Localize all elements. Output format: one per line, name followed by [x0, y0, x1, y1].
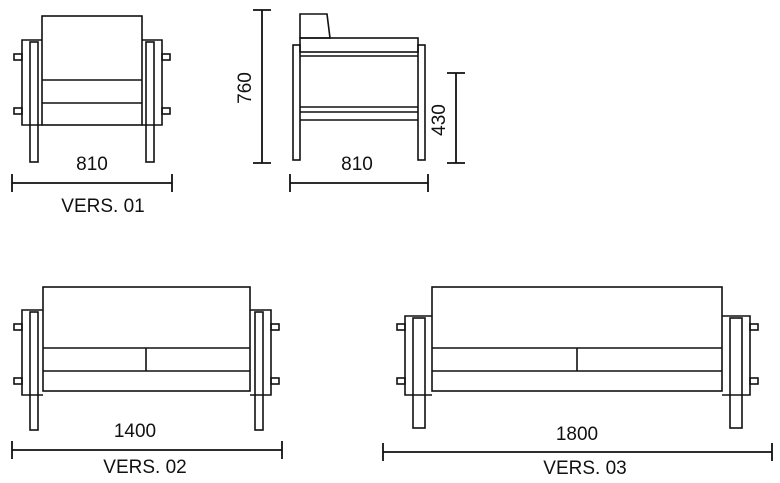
armchair-side-seat [299, 37, 419, 53]
armchair-seat-height-label: 430 [429, 104, 450, 136]
armchair-side-front-leg [417, 44, 426, 161]
sofa-two-right-arm-tab-top [270, 323, 280, 331]
armchair-left-arm-tab-top [13, 53, 23, 61]
sofa-two-width-label: 1400 [113, 421, 157, 442]
sofa-three-left-arm-tab-top [396, 323, 406, 331]
armchair-backrest [41, 15, 143, 126]
sofa-three-right-arm-tab-top [749, 323, 759, 331]
armchair-right-arm-tab-top [161, 53, 171, 61]
sofa-two-right-arm-tab-bottom [270, 377, 280, 385]
armchair-right-arm-bracket [142, 39, 163, 126]
sofa-three-back [431, 286, 723, 392]
vers-02-caption: VERS. 02 [103, 457, 187, 478]
sofa-two-right-arm-leg [254, 311, 264, 431]
armchair-front-width-label: 810 [76, 154, 108, 175]
armchair-height-label: 760 [235, 72, 256, 104]
armchair-depth-label: 810 [341, 154, 373, 175]
sofa-three-left-arm-bracket [404, 315, 432, 396]
sofa-three-right-arm-leg [729, 317, 743, 429]
sofa-two-left-arm-tab-bottom [13, 377, 23, 385]
armchair-right-arm-tab-bottom [161, 107, 171, 115]
sofa-three-left-arm-leg [412, 317, 426, 429]
sofa-three-left-arm-tab-bottom [396, 377, 406, 385]
sofa-two-right-arm-bracket [250, 309, 272, 396]
armchair-left-arm-tab-bottom [13, 107, 23, 115]
armchair-left-arm-bracket [21, 39, 42, 126]
armchair-left-arm-leg [29, 41, 39, 163]
armchair-right-arm-leg [145, 41, 155, 163]
sofa-two-left-arm-leg [29, 311, 39, 431]
sofa-three-width-label: 1800 [555, 424, 599, 445]
sofa-two-left-arm-bracket [21, 309, 43, 396]
armchair-side-back-leg [292, 44, 301, 161]
armchair-side-back-cushion [299, 13, 331, 39]
sofa-two-left-arm-tab-top [13, 323, 23, 331]
sofa-three-right-arm-tab-bottom [749, 377, 759, 385]
vers-03-caption: VERS. 03 [543, 458, 627, 479]
sofa-two-back [42, 286, 251, 392]
sofa-three-right-arm-bracket [722, 315, 751, 396]
vers-01-caption: VERS. 01 [61, 196, 145, 217]
